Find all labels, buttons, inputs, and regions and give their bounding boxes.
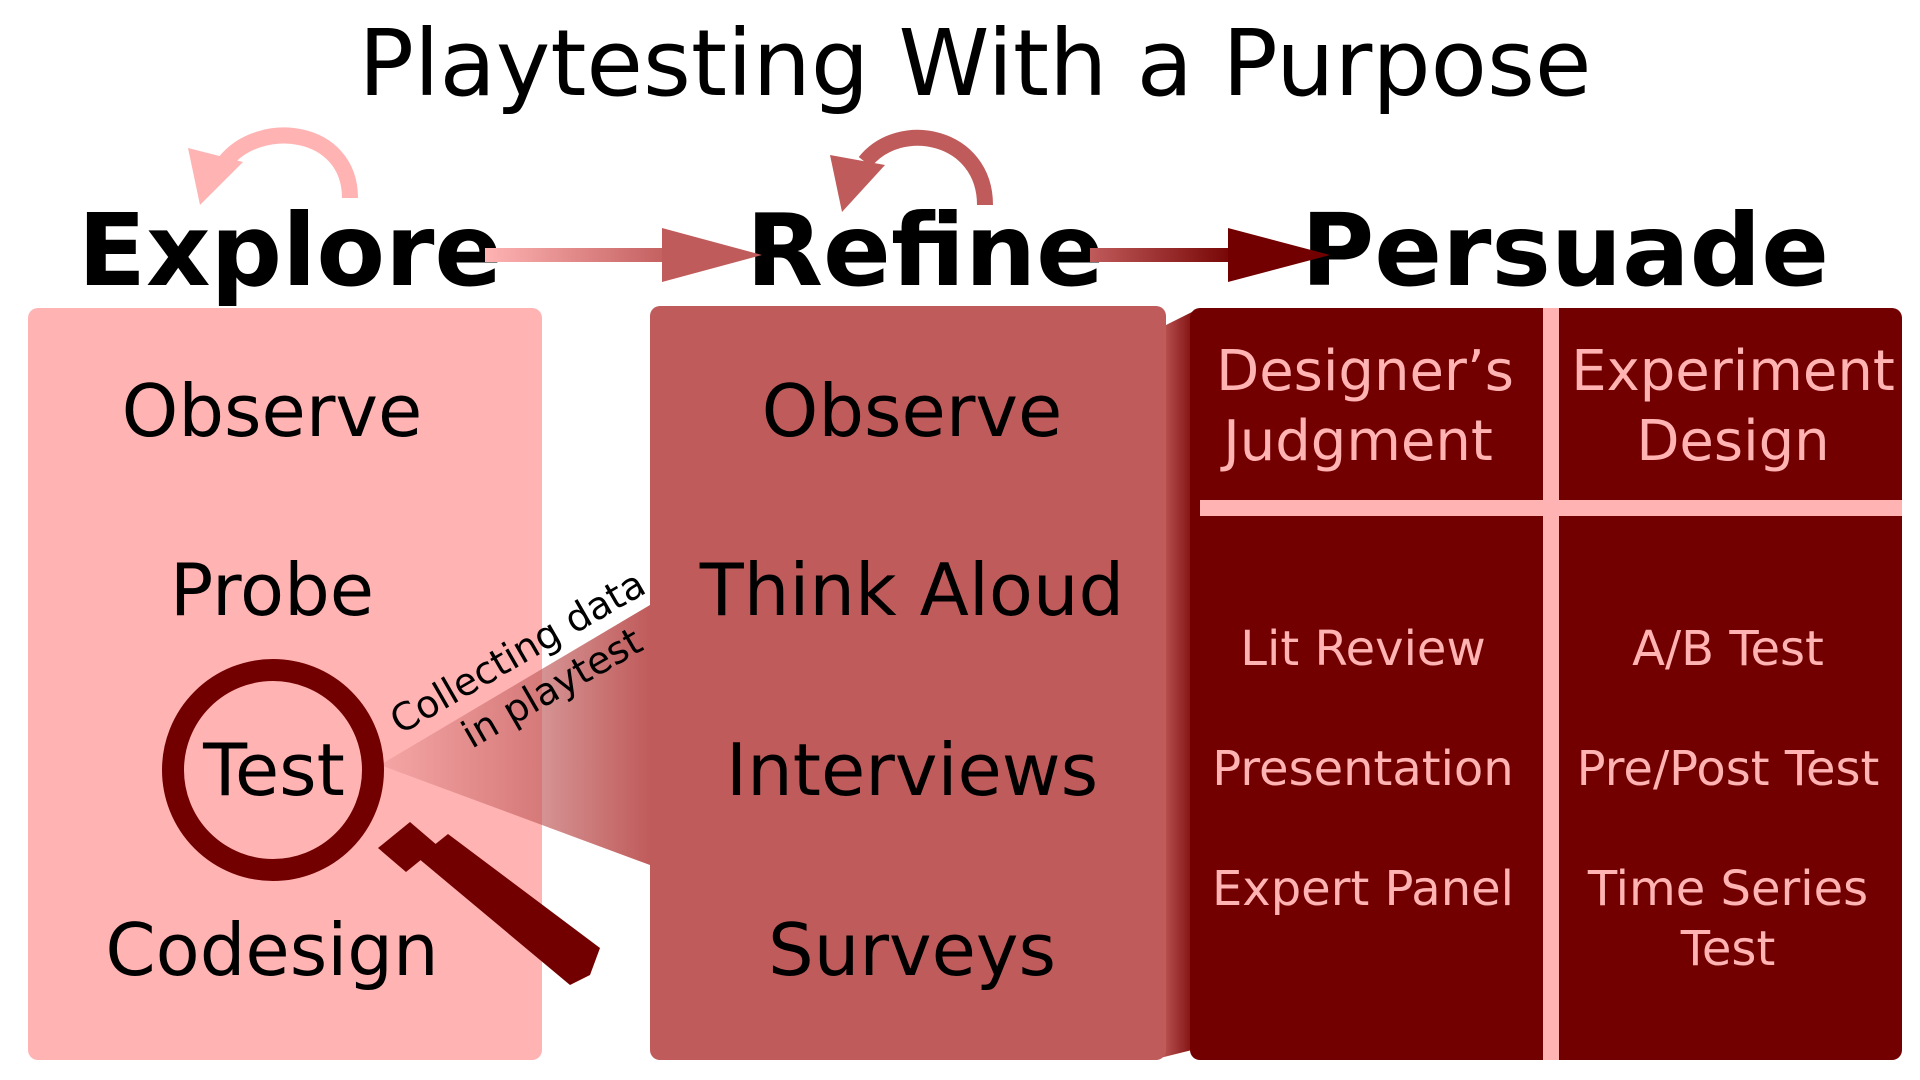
persuade-col1-item-presentation: Presentation	[1212, 741, 1513, 797]
explore-to-refine-arrow-icon	[485, 228, 762, 282]
persuade-col2-item-ab-test: A/B Test	[1632, 621, 1824, 677]
explore-item-probe: Probe	[170, 548, 374, 632]
persuade-col2-header-line1: Experiment	[1571, 339, 1895, 404]
explore-heading: Explore	[78, 192, 503, 309]
persuade-col2-item-test: Test	[1680, 921, 1776, 977]
persuade-heading: Persuade	[1301, 192, 1829, 309]
persuade-col1-header-line2: Judgment	[1220, 409, 1493, 474]
magnifying-glass-icon	[162, 659, 600, 985]
page-title: Playtesting With a Purpose	[358, 10, 1591, 117]
refine-item-surveys: Surveys	[768, 908, 1056, 992]
persuade-vertical-divider	[1543, 308, 1559, 1060]
explore-item-codesign: Codesign	[105, 908, 438, 992]
refine-item-think-aloud: Think Aloud	[699, 548, 1124, 632]
refine-to-persuade-arrow-icon	[1090, 228, 1330, 282]
refine-item-observe: Observe	[762, 369, 1063, 453]
refine-loop-arrow-icon	[830, 129, 993, 212]
persuade-horizontal-divider	[1200, 500, 1902, 516]
refine-heading: Refine	[746, 192, 1104, 309]
persuade-col1-header-line1: Designer’s	[1216, 339, 1514, 404]
persuade-col2-header-line2: Design	[1636, 409, 1829, 474]
persuade-col2-item-pre-post-test: Pre/Post Test	[1577, 741, 1880, 797]
explore-item-test: Test	[202, 728, 345, 812]
persuade-col1-item-expert-panel: Expert Panel	[1212, 861, 1514, 917]
callout-beam	[380, 605, 650, 865]
explore-box	[28, 308, 542, 1060]
persuade-col1-item-lit-review: Lit Review	[1240, 621, 1485, 677]
explore-loop-arrow-icon	[188, 127, 358, 205]
explore-item-observe: Observe	[122, 369, 423, 453]
refine-item-interviews: Interviews	[726, 728, 1098, 812]
persuade-col2-item-time-series: Time Series	[1587, 861, 1868, 917]
refine-box	[650, 306, 1166, 1060]
